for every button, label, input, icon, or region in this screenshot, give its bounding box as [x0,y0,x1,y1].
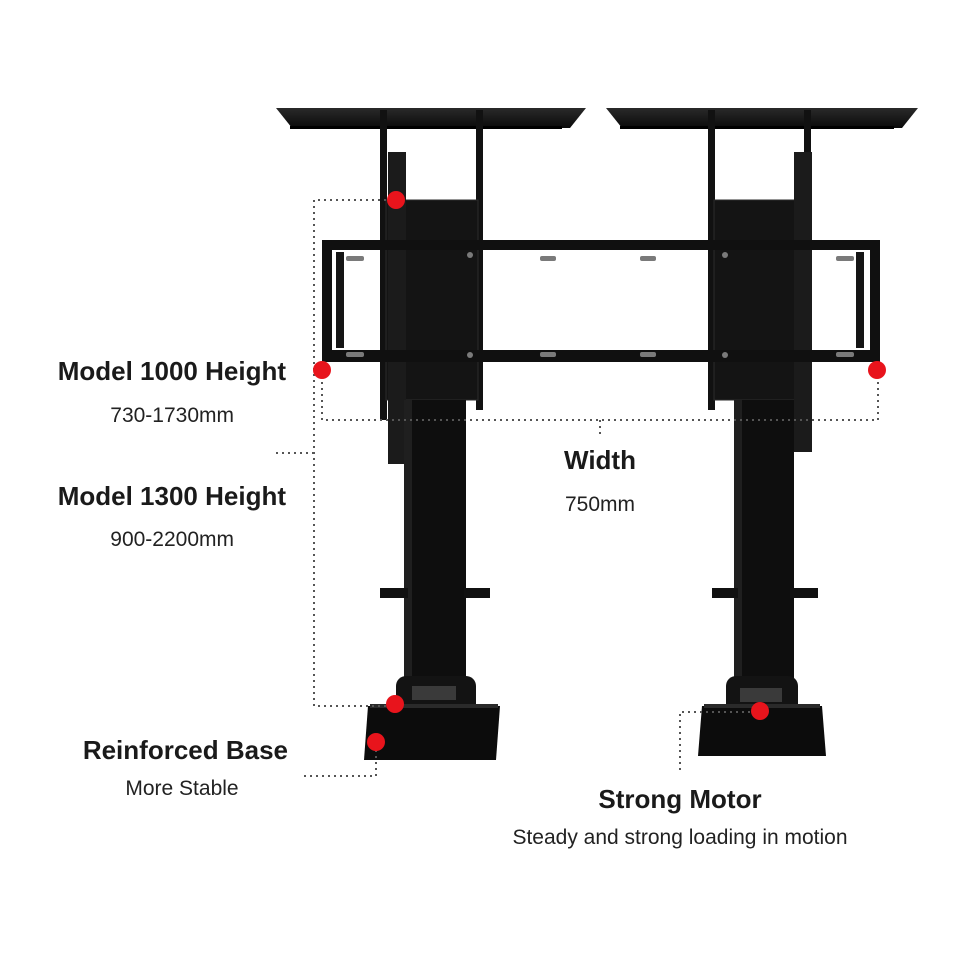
left-top-plate [276,108,586,128]
model1000-range: 730-1730mm [110,404,234,427]
strong-motor-sub: Steady and strong loading in motion [512,826,848,849]
right-motor-housing [713,199,805,401]
marker-width-right [868,361,886,379]
model1300-range: 900-2200mm [110,528,234,551]
right-top-plate [606,108,918,128]
right-lift-unit [606,108,918,756]
reinforced-base-title: Reinforced Base [82,735,288,765]
marker-motor [751,702,769,720]
marker-height-top [387,191,405,209]
right-base-plate [698,706,826,756]
width-leader [321,370,879,421]
leader-lines [276,199,879,777]
model1300-title: Model 1300 Height [57,481,286,511]
left-base-plate [364,706,500,760]
reinforced-base-sub: More Stable [125,777,239,800]
marker-base [367,733,385,751]
strong-motor-title: Strong Motor [598,784,762,814]
marker-width-left [313,361,331,379]
vesa-mount-frame [322,240,880,362]
width-value: 750mm [564,493,636,516]
marker-height-bottom [386,695,404,713]
left-lift-unit [276,108,586,760]
model1000-title: Model 1000 Height [57,356,286,386]
width-title: Width [564,445,636,475]
base-leader [304,744,377,777]
right-column [734,400,794,690]
markers [313,191,886,751]
motor-leader [679,711,758,770]
left-column [404,400,466,690]
